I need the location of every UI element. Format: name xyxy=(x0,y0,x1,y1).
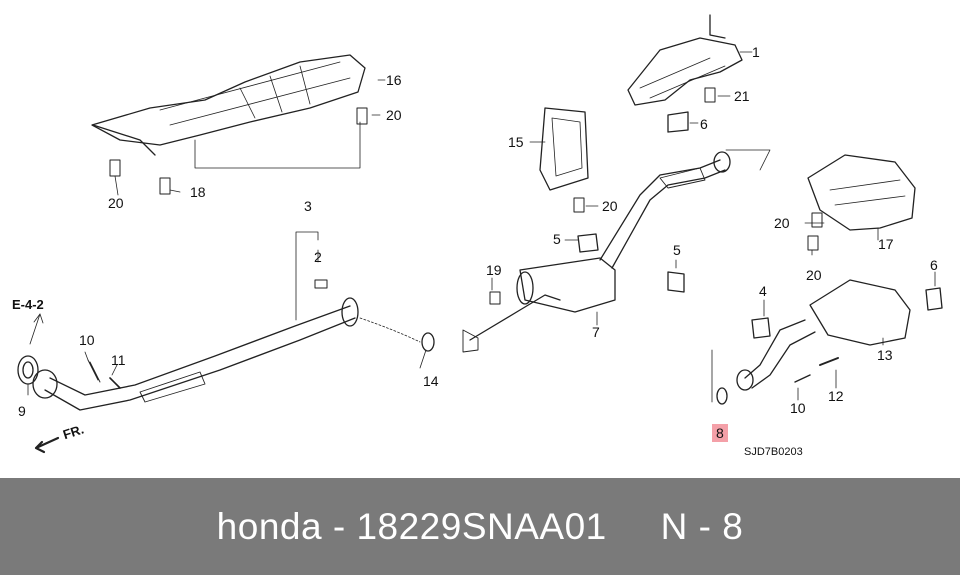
callout-20-a: 20 xyxy=(386,107,402,123)
callout-13: 13 xyxy=(877,347,893,363)
callout-8-highlighted: 8 xyxy=(712,424,728,442)
gasket-14 xyxy=(421,332,435,352)
gasket-9 xyxy=(17,355,39,385)
callout-7: 7 xyxy=(592,324,600,340)
caption-text: honda - 18229SNAA01 N - 8 xyxy=(216,505,744,547)
caption-bar: honda - 18229SNAA01 N - 8 xyxy=(0,478,960,575)
callout-5-b: 5 xyxy=(673,242,681,258)
callout-14: 14 xyxy=(423,373,439,389)
callout-9: 9 xyxy=(18,403,26,419)
callout-6-b: 6 xyxy=(930,257,938,273)
center-pipe-7 xyxy=(469,294,561,341)
front-pipe-3 xyxy=(44,317,356,411)
callout-15: 15 xyxy=(508,134,524,150)
heat-shield-17 xyxy=(807,154,916,231)
callout-3: 3 xyxy=(304,198,312,214)
callout-10-a: 10 xyxy=(79,332,95,348)
callout-19: 19 xyxy=(486,262,502,278)
reference-section-label: E-4-2 xyxy=(12,297,44,312)
drawing-code: SJD7B0203 xyxy=(744,446,803,458)
callout-20-b: 20 xyxy=(108,195,124,211)
callout-20-e: 20 xyxy=(806,267,822,283)
callout-21: 21 xyxy=(734,88,750,104)
heat-shield-1 xyxy=(627,37,743,106)
heat-shield-15 xyxy=(539,107,589,191)
callout-10-b: 10 xyxy=(790,400,806,416)
callout-11: 11 xyxy=(111,352,126,368)
callout-2: 2 xyxy=(314,249,322,265)
muffler-13 xyxy=(809,279,911,346)
exhaust-parts-diagram: 1 16 21 20 6 15 18 20 20 3 20 5 17 5 2 6… xyxy=(12,14,943,458)
gasket-8 xyxy=(716,387,728,405)
heat-shield-16 xyxy=(91,54,366,146)
callout-20-c: 20 xyxy=(602,198,618,214)
callout-6-a: 6 xyxy=(700,116,708,132)
callout-12: 12 xyxy=(828,388,844,404)
callout-16: 16 xyxy=(386,72,402,88)
callout-4: 4 xyxy=(759,283,767,299)
callout-17: 17 xyxy=(878,236,894,252)
diagram-drawing xyxy=(17,14,943,454)
callout-1: 1 xyxy=(752,44,760,60)
callout-20-d: 20 xyxy=(774,215,790,231)
callout-18: 18 xyxy=(190,184,206,200)
callout-5-a: 5 xyxy=(553,231,561,247)
